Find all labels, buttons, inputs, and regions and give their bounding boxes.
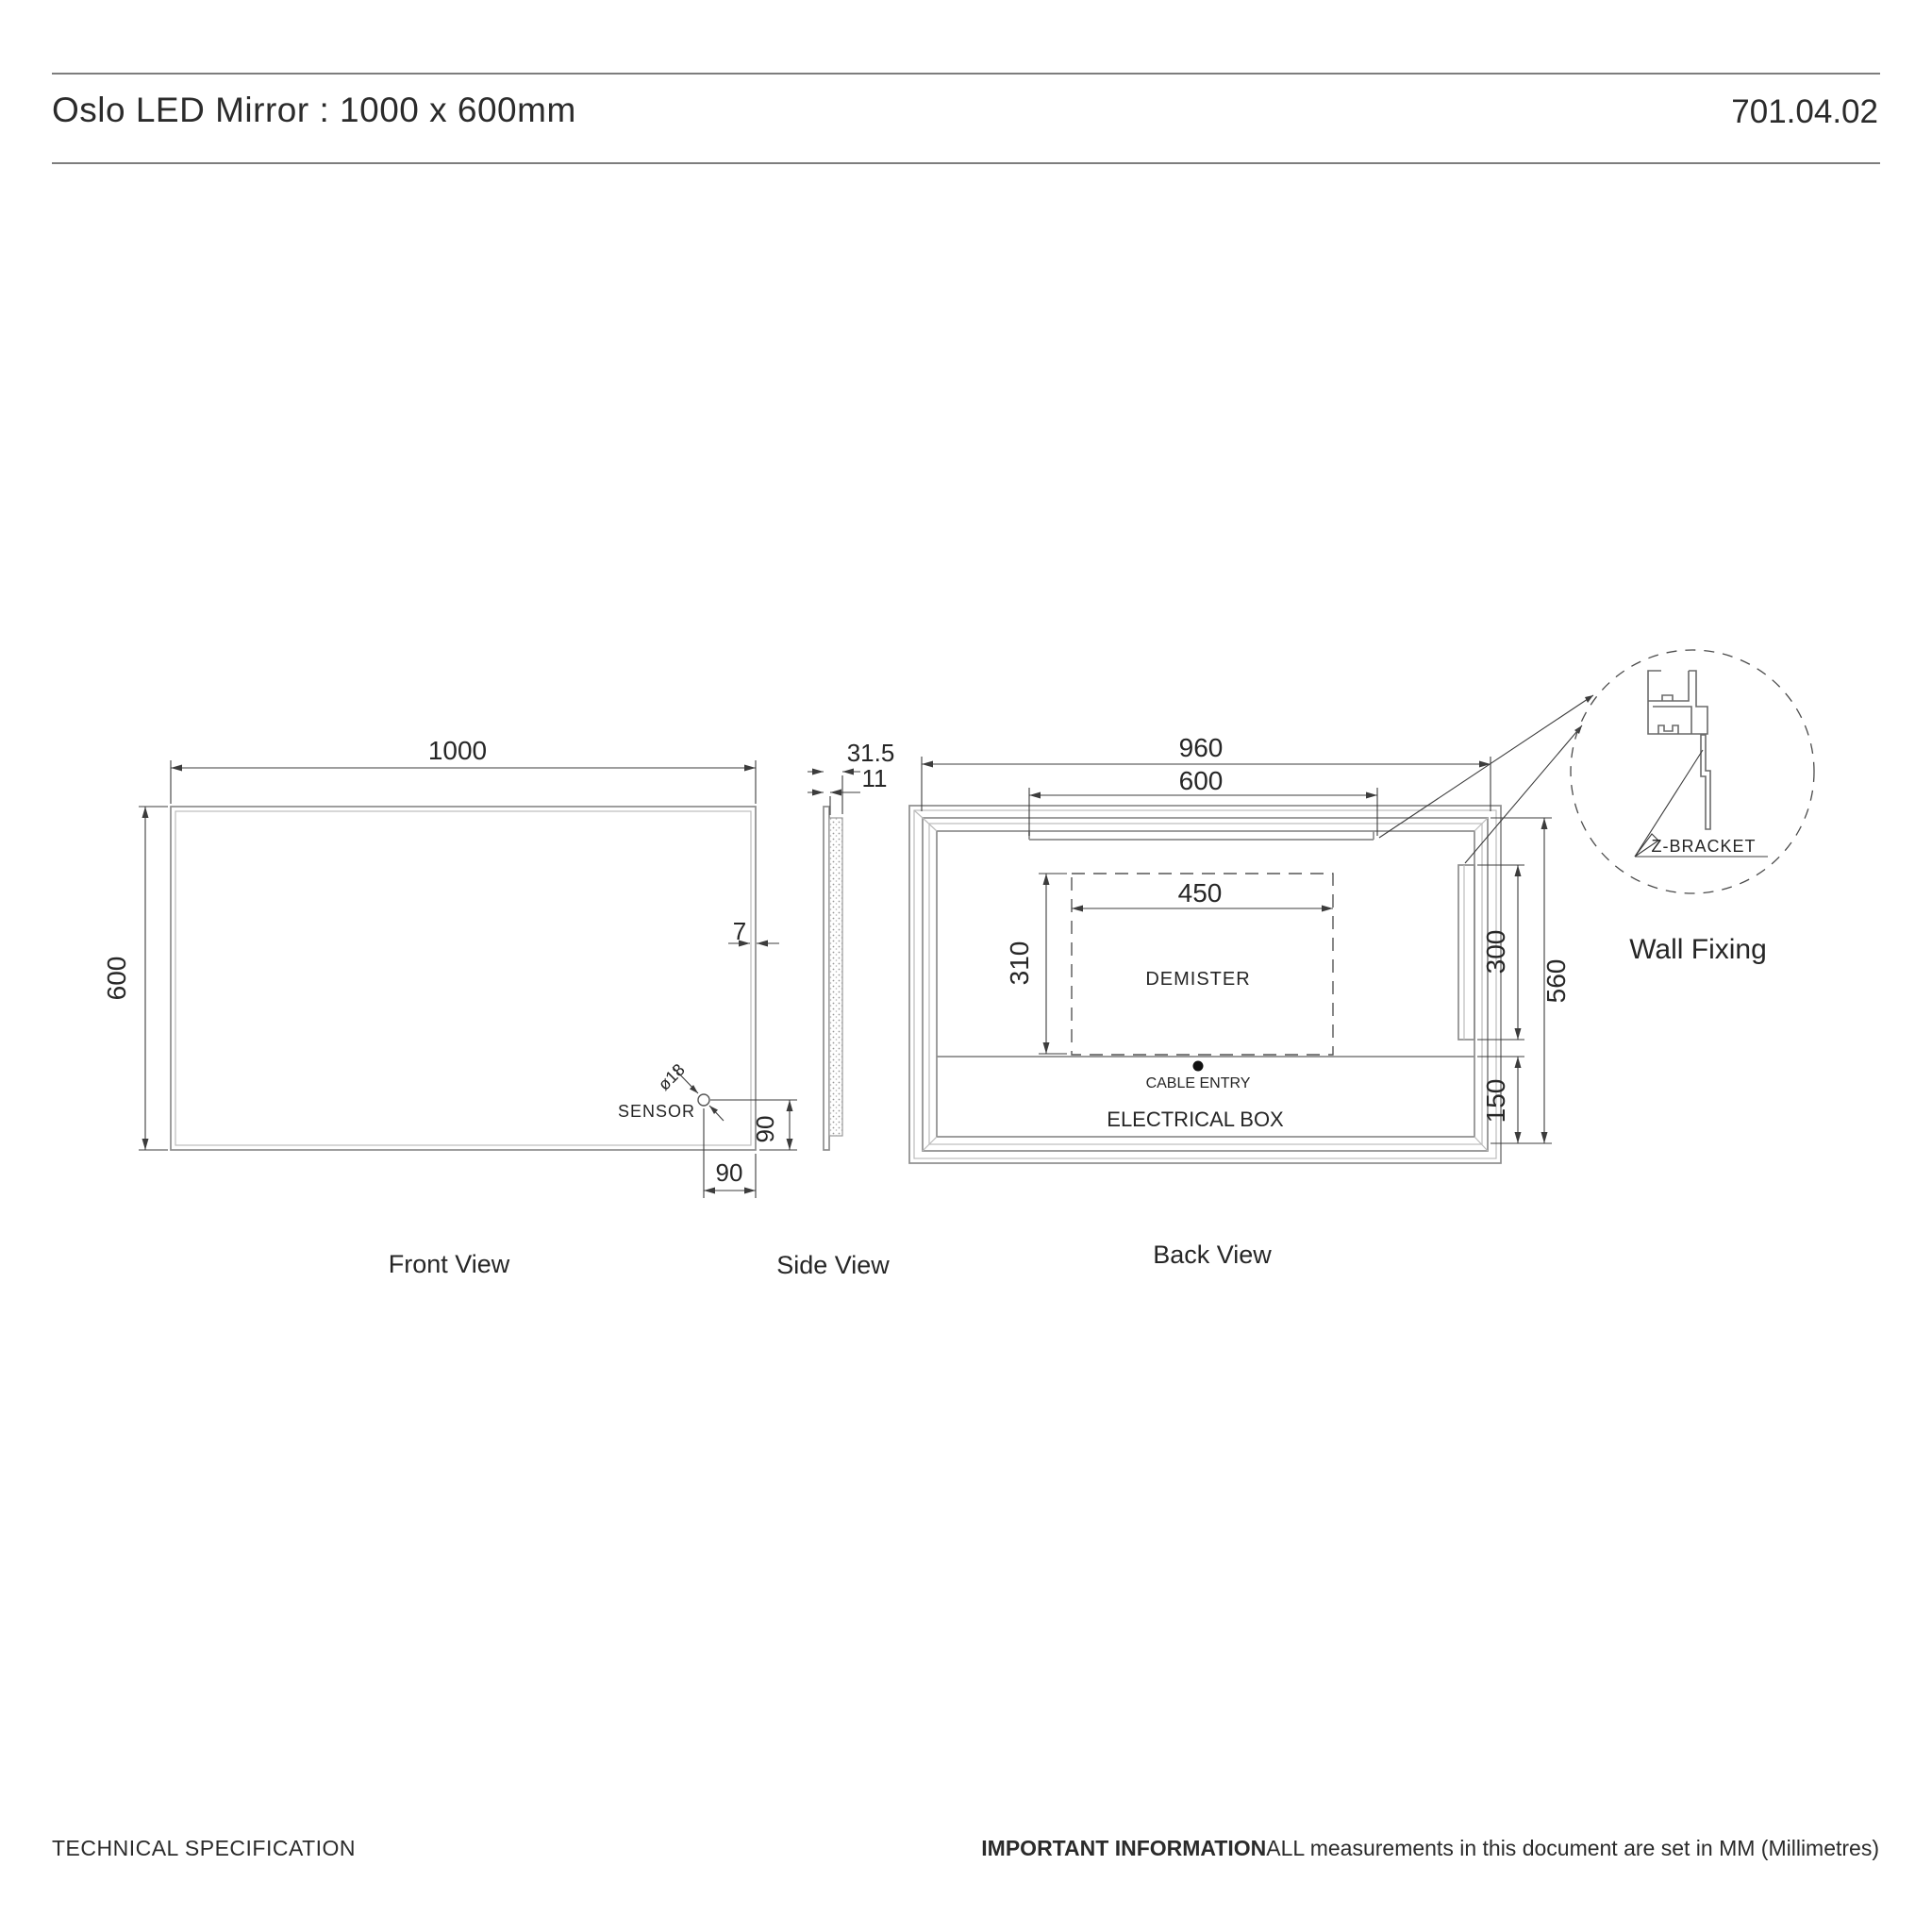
back-dim-bracket-zone: 600 bbox=[1028, 766, 1378, 836]
back-dim-bracket-zone-value: 600 bbox=[1179, 766, 1224, 795]
back-dim-electrical-box-height: 150 bbox=[1477, 1056, 1524, 1143]
back-view: DEMISTER CABLE ENTRY ELECTRICAL BOX 960 … bbox=[908, 733, 1571, 1269]
front-led-border bbox=[175, 810, 752, 1146]
demister-label: DEMISTER bbox=[1145, 969, 1250, 990]
back-dim-demister-height-value: 310 bbox=[1005, 941, 1034, 986]
back-mirror-outline bbox=[908, 805, 1502, 1164]
front-dim-sensor-right-value: 90 bbox=[716, 1158, 743, 1187]
back-frame-mid bbox=[928, 823, 1483, 1145]
back-dim-electrical-box-height-value: 150 bbox=[1481, 1079, 1510, 1124]
front-view-label: Front View bbox=[389, 1250, 510, 1278]
sensor-icon bbox=[697, 1093, 710, 1107]
side-view: 31.5 11 Side View bbox=[776, 739, 894, 1279]
front-dim-border: 7 bbox=[728, 917, 779, 947]
front-mirror-outline bbox=[170, 806, 757, 1151]
front-dim-height-value: 600 bbox=[102, 957, 131, 1001]
header-top-rule bbox=[52, 73, 1880, 75]
z-bracket-label: Z-BRACKET bbox=[1651, 837, 1756, 856]
side-view-label: Side View bbox=[776, 1251, 890, 1279]
back-dim-rail-height-value: 300 bbox=[1481, 930, 1510, 974]
side-dim-glass-depth-value: 11 bbox=[862, 764, 888, 792]
detail-circle bbox=[1570, 649, 1815, 894]
header-bottom-rule bbox=[52, 162, 1880, 164]
z-bracket-profile bbox=[1700, 734, 1711, 830]
side-dim-total-depth-value: 31.5 bbox=[847, 739, 895, 767]
front-dim-height: 600 bbox=[102, 806, 168, 1151]
back-z-bracket-rail bbox=[1457, 864, 1475, 1041]
back-frame-outer bbox=[922, 817, 1489, 1152]
front-dim-sensor-right: 90 bbox=[703, 1108, 757, 1198]
side-dim-total-depth: 31.5 bbox=[808, 739, 894, 814]
back-dim-demister-width: 450 bbox=[1072, 878, 1333, 912]
back-view-label: Back View bbox=[1153, 1241, 1272, 1269]
document-number: 701.04.02 bbox=[1731, 93, 1878, 130]
cable-entry-label: CABLE ENTRY bbox=[1146, 1075, 1251, 1091]
front-dim-width-value: 1000 bbox=[428, 736, 487, 765]
back-dim-rail-height: 300 bbox=[1477, 864, 1524, 1041]
front-sensor: ø18 SENSOR bbox=[618, 1060, 724, 1122]
cable-entry-icon bbox=[1192, 1060, 1204, 1072]
back-dim-frame-height-value: 560 bbox=[1541, 959, 1571, 1004]
front-dim-width: 1000 bbox=[170, 736, 757, 804]
back-mirror-outline-inner bbox=[913, 809, 1497, 1159]
footer-technical-specification: TECHNICAL SPECIFICATION bbox=[52, 1836, 357, 1860]
detail-leader-lines bbox=[1378, 694, 1594, 864]
sensor-label: SENSOR bbox=[618, 1102, 695, 1121]
front-dim-border-value: 7 bbox=[733, 917, 746, 945]
back-dim-demister-width-value: 450 bbox=[1178, 878, 1223, 908]
side-dim-glass-depth: 11 bbox=[808, 764, 888, 815]
side-glass-layer bbox=[823, 806, 830, 1151]
front-dim-sensor-bottom: 90 bbox=[710, 1099, 797, 1151]
z-bracket-callout: Z-BRACKET bbox=[1634, 749, 1768, 858]
back-dim-frame-width-value: 960 bbox=[1179, 733, 1224, 762]
side-backing-layer bbox=[828, 817, 843, 1137]
back-hanging-rail-notch bbox=[1028, 831, 1374, 841]
back-dim-demister-height: 310 bbox=[1005, 873, 1067, 1055]
electrical-box-label: ELECTRICAL BOX bbox=[1107, 1108, 1284, 1131]
wall-fixing-detail: Z-BRACKET Wall Fixing bbox=[1378, 649, 1815, 965]
demister-zone bbox=[1071, 873, 1334, 1056]
frame-extrusion-profile bbox=[1647, 670, 1711, 830]
frame-mitre-lines bbox=[913, 809, 1489, 1152]
front-view: 1000 600 7 ø18 SENSOR bbox=[102, 736, 797, 1278]
back-dim-frame-width: 960 bbox=[921, 733, 1491, 811]
footer-important-information-heading: IMPORTANT INFORMATION bbox=[981, 1836, 1267, 1860]
back-dim-frame-height: 560 bbox=[1491, 817, 1571, 1144]
footer-measurements-note: ALL measurements in this document are se… bbox=[1266, 1836, 1879, 1860]
wall-fixing-caption: Wall Fixing bbox=[1629, 934, 1767, 965]
footer-important-information: IMPORTANT INFORMATIONALL measurements in… bbox=[981, 1836, 1879, 1861]
page-title: Oslo LED Mirror : 1000 x 600mm bbox=[52, 91, 576, 129]
front-dim-sensor-bottom-value: 90 bbox=[751, 1116, 779, 1143]
sensor-diameter-label: ø18 bbox=[655, 1060, 689, 1094]
